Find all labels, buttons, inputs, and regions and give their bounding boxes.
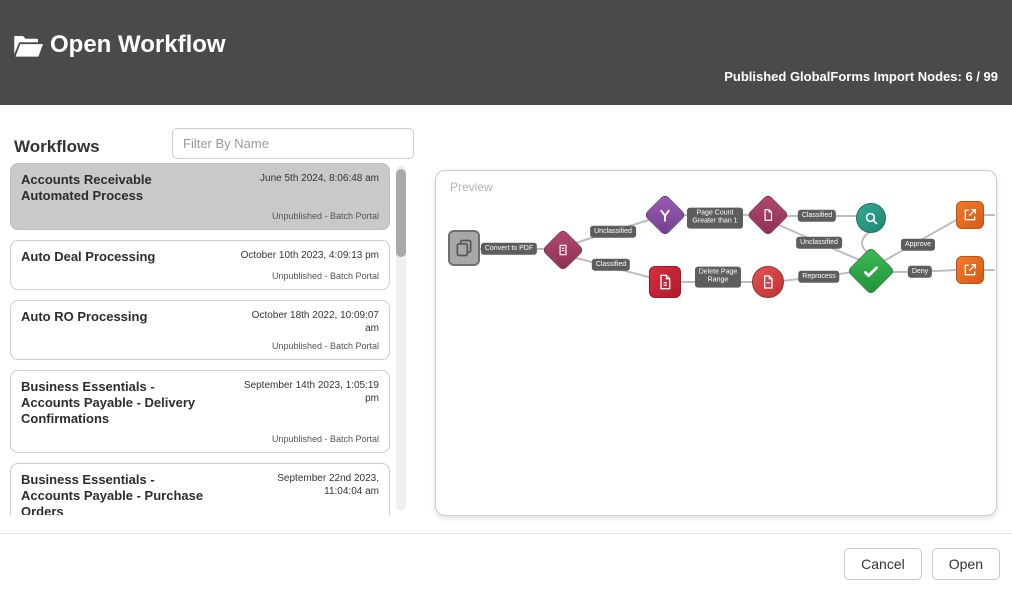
workflow-list-item[interactable]: Auto RO Processing October 18th 2022, 10… bbox=[10, 299, 390, 360]
preview-panel: Preview bbox=[435, 170, 997, 516]
document-fold-icon bbox=[761, 208, 775, 222]
dialog-title: Open Workflow bbox=[50, 31, 226, 58]
open-button[interactable]: Open bbox=[931, 547, 1000, 580]
workflow-list-item[interactable]: Auto Deal Processing October 10th 2023, … bbox=[10, 239, 390, 290]
edge-label-unclassified: Unclassified bbox=[796, 236, 842, 250]
branch-split-node bbox=[643, 193, 687, 237]
page-delete-icon bbox=[764, 275, 773, 289]
workflow-list: Accounts Receivable Automated Process Ju… bbox=[10, 163, 406, 515]
workflow-list-item[interactable]: Business Essentials - Accounts Payable -… bbox=[10, 462, 390, 516]
workflow-date: September 14th 2023, 1:05:19 pm bbox=[243, 379, 379, 404]
edge-label-classified: Classified bbox=[591, 258, 631, 272]
edge-label-deny: Deny bbox=[907, 265, 933, 279]
export-approve-node bbox=[956, 201, 984, 229]
cancel-button[interactable]: Cancel bbox=[844, 547, 922, 580]
delete-pages-node bbox=[752, 266, 784, 298]
split-branch-icon bbox=[658, 208, 673, 223]
magnifier-icon bbox=[865, 212, 877, 224]
workflow-date: October 10th 2023, 4:09:13 pm bbox=[240, 249, 379, 261]
workflow-status: Unpublished - Batch Portal bbox=[271, 270, 379, 281]
workflow-date: October 18th 2022, 10:09:07 am bbox=[251, 309, 379, 334]
edge-label-convert-to-pdf: Convert to PDF bbox=[480, 242, 538, 256]
edge-label-unclassified: Unclassified bbox=[590, 225, 636, 239]
workflow-list-item[interactable]: Business Essentials - Accounts Payable -… bbox=[10, 369, 390, 453]
workflow-list-item[interactable]: Accounts Receivable Automated Process Ju… bbox=[10, 163, 390, 230]
workflow-name: Accounts Receivable Automated Process bbox=[21, 172, 152, 204]
workflows-heading: Workflows bbox=[14, 137, 100, 156]
external-link-icon bbox=[964, 209, 976, 221]
edge-label-page-count: Page Count Greater than 1 bbox=[687, 207, 743, 229]
workflow-date: September 22nd 2023, 11:04:04 am bbox=[277, 472, 379, 497]
list-scrollbar[interactable] bbox=[396, 165, 406, 511]
workflow-status: Unpublished - Batch Portal bbox=[271, 210, 379, 221]
classify-document-icon bbox=[556, 243, 570, 257]
edge-label-delete-page-range: Delete Page Range bbox=[695, 266, 741, 288]
workflow-date: June 5th 2024, 8:06:48 am bbox=[260, 173, 379, 184]
edge-label-reprocess: Reprocess bbox=[798, 270, 840, 284]
edge-label-classified: Classified bbox=[797, 209, 837, 223]
filter-by-name-input[interactable] bbox=[172, 128, 414, 159]
pdf-page-icon bbox=[660, 274, 671, 290]
workflow-name: Auto Deal Processing bbox=[21, 248, 156, 264]
preview-label: Preview bbox=[450, 180, 493, 194]
workflow-diagram: Convert to PDF Unclassified Classified P… bbox=[436, 171, 996, 515]
split-document-node bbox=[746, 193, 790, 237]
list-scrollbar-thumb[interactable] bbox=[396, 169, 406, 257]
external-link-icon bbox=[964, 264, 976, 276]
workflow-name: Business Essentials - Accounts Payable -… bbox=[21, 471, 204, 516]
copy-pages-icon bbox=[456, 239, 472, 257]
published-nodes-info: Published GlobalForms Import Nodes: 6 / … bbox=[724, 69, 998, 84]
verify-node bbox=[856, 203, 886, 233]
workflow-status: Unpublished - Batch Portal bbox=[271, 340, 379, 351]
workflow-name: Business Essentials - Accounts Payable -… bbox=[21, 378, 196, 427]
open-folder-icon bbox=[14, 36, 43, 57]
dialog-footer: Cancel Open bbox=[0, 533, 1012, 593]
workflow-status: Unpublished - Batch Portal bbox=[271, 433, 379, 444]
edge-label-approve: Approve bbox=[900, 238, 936, 252]
check-icon bbox=[862, 262, 881, 281]
approval-node bbox=[846, 246, 896, 296]
import-documents-node bbox=[448, 230, 480, 266]
export-deny-node bbox=[956, 256, 984, 284]
pdf-export-node bbox=[649, 266, 681, 298]
dialog-header: Open Workflow Published GlobalForms Impo… bbox=[0, 0, 1012, 105]
classification-node bbox=[541, 228, 585, 272]
workflow-name: Auto RO Processing bbox=[21, 308, 148, 324]
